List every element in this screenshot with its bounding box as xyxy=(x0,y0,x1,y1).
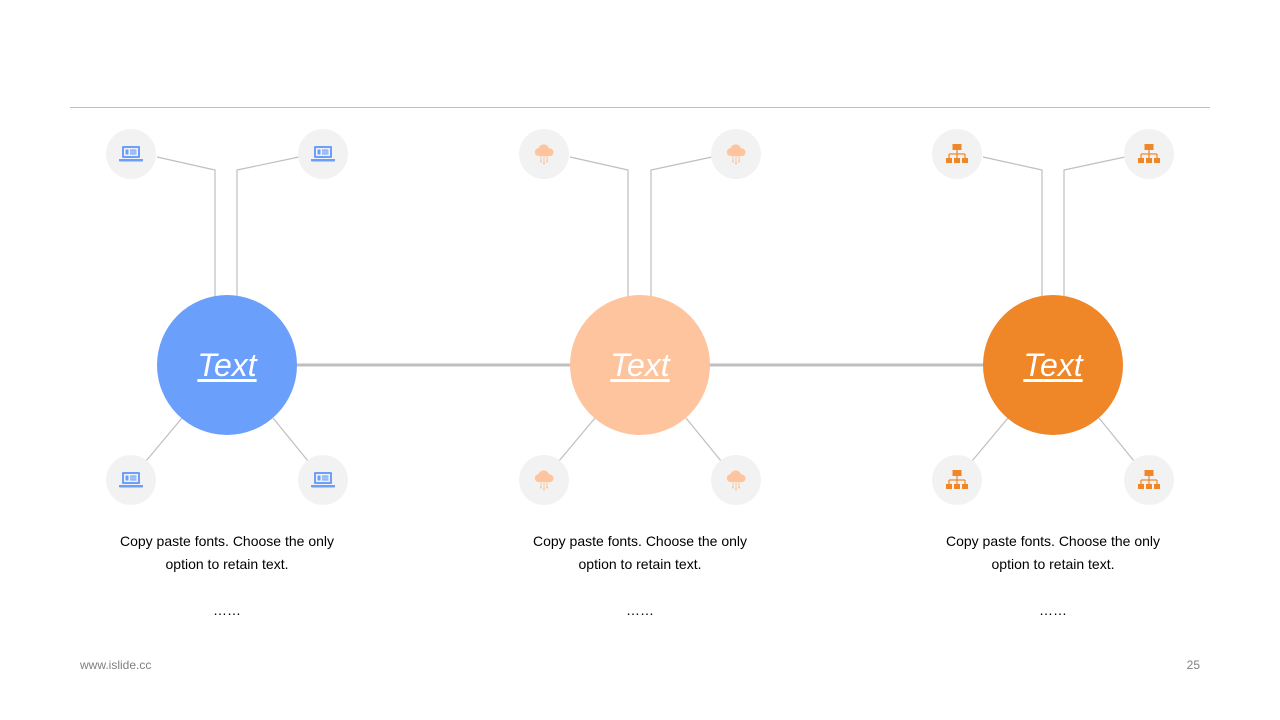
laptop-node-bottom-left xyxy=(106,455,156,505)
cloud-network-icon xyxy=(723,141,749,167)
hub-circle-2: Text xyxy=(570,295,710,435)
description-1-line-1: Copy paste fonts. Choose the only xyxy=(119,533,335,549)
cloud-network-icon xyxy=(531,141,557,167)
cloud-node-bottom-right xyxy=(711,455,761,505)
page-number: 25 xyxy=(1186,658,1200,672)
hub-circle-1: Text xyxy=(157,295,297,435)
laptop-icon xyxy=(118,467,144,493)
cloud-node-top-left xyxy=(519,129,569,179)
org-node-top-left xyxy=(932,129,982,179)
laptop-icon xyxy=(310,467,336,493)
hub-label-3[interactable]: Text xyxy=(1023,346,1083,383)
hub-label-1[interactable]: Text xyxy=(197,346,257,383)
description-3-line-2: option to retain text. xyxy=(991,556,1115,572)
ellipsis-3: …… xyxy=(1039,602,1067,618)
org-chart-icon xyxy=(944,141,970,167)
cloud-network-icon xyxy=(531,467,557,493)
org-chart-icon xyxy=(1136,141,1162,167)
laptop-node-top-left xyxy=(106,129,156,179)
cloud-node-top-right xyxy=(711,129,761,179)
description-1-line-2: option to retain text. xyxy=(165,556,289,572)
org-node-bottom-left xyxy=(932,455,982,505)
org-chart-icon xyxy=(1136,467,1162,493)
description-2-line-1: Copy paste fonts. Choose the only xyxy=(532,533,748,549)
description-3-line-1: Copy paste fonts. Choose the only xyxy=(945,533,1161,549)
ellipsis-1: …… xyxy=(213,602,241,618)
description-2: Copy paste fonts. Choose the only option… xyxy=(490,530,790,576)
description-1: Copy paste fonts. Choose the only option… xyxy=(77,530,377,576)
cloud-node-bottom-left xyxy=(519,455,569,505)
org-chart-icon xyxy=(944,467,970,493)
hub-label-2[interactable]: Text xyxy=(610,346,670,383)
description-2-line-2: option to retain text. xyxy=(578,556,702,572)
description-3: Copy paste fonts. Choose the only option… xyxy=(903,530,1203,576)
ellipsis-2: …… xyxy=(626,602,654,618)
laptop-node-top-right xyxy=(298,129,348,179)
org-node-top-right xyxy=(1124,129,1174,179)
org-node-bottom-right xyxy=(1124,455,1174,505)
laptop-icon xyxy=(118,141,144,167)
cloud-network-icon xyxy=(723,467,749,493)
top-divider xyxy=(70,107,1210,108)
footer-url: www.islide.cc xyxy=(80,658,152,672)
laptop-icon xyxy=(310,141,336,167)
hub-circle-3: Text xyxy=(983,295,1123,435)
laptop-node-bottom-right xyxy=(298,455,348,505)
